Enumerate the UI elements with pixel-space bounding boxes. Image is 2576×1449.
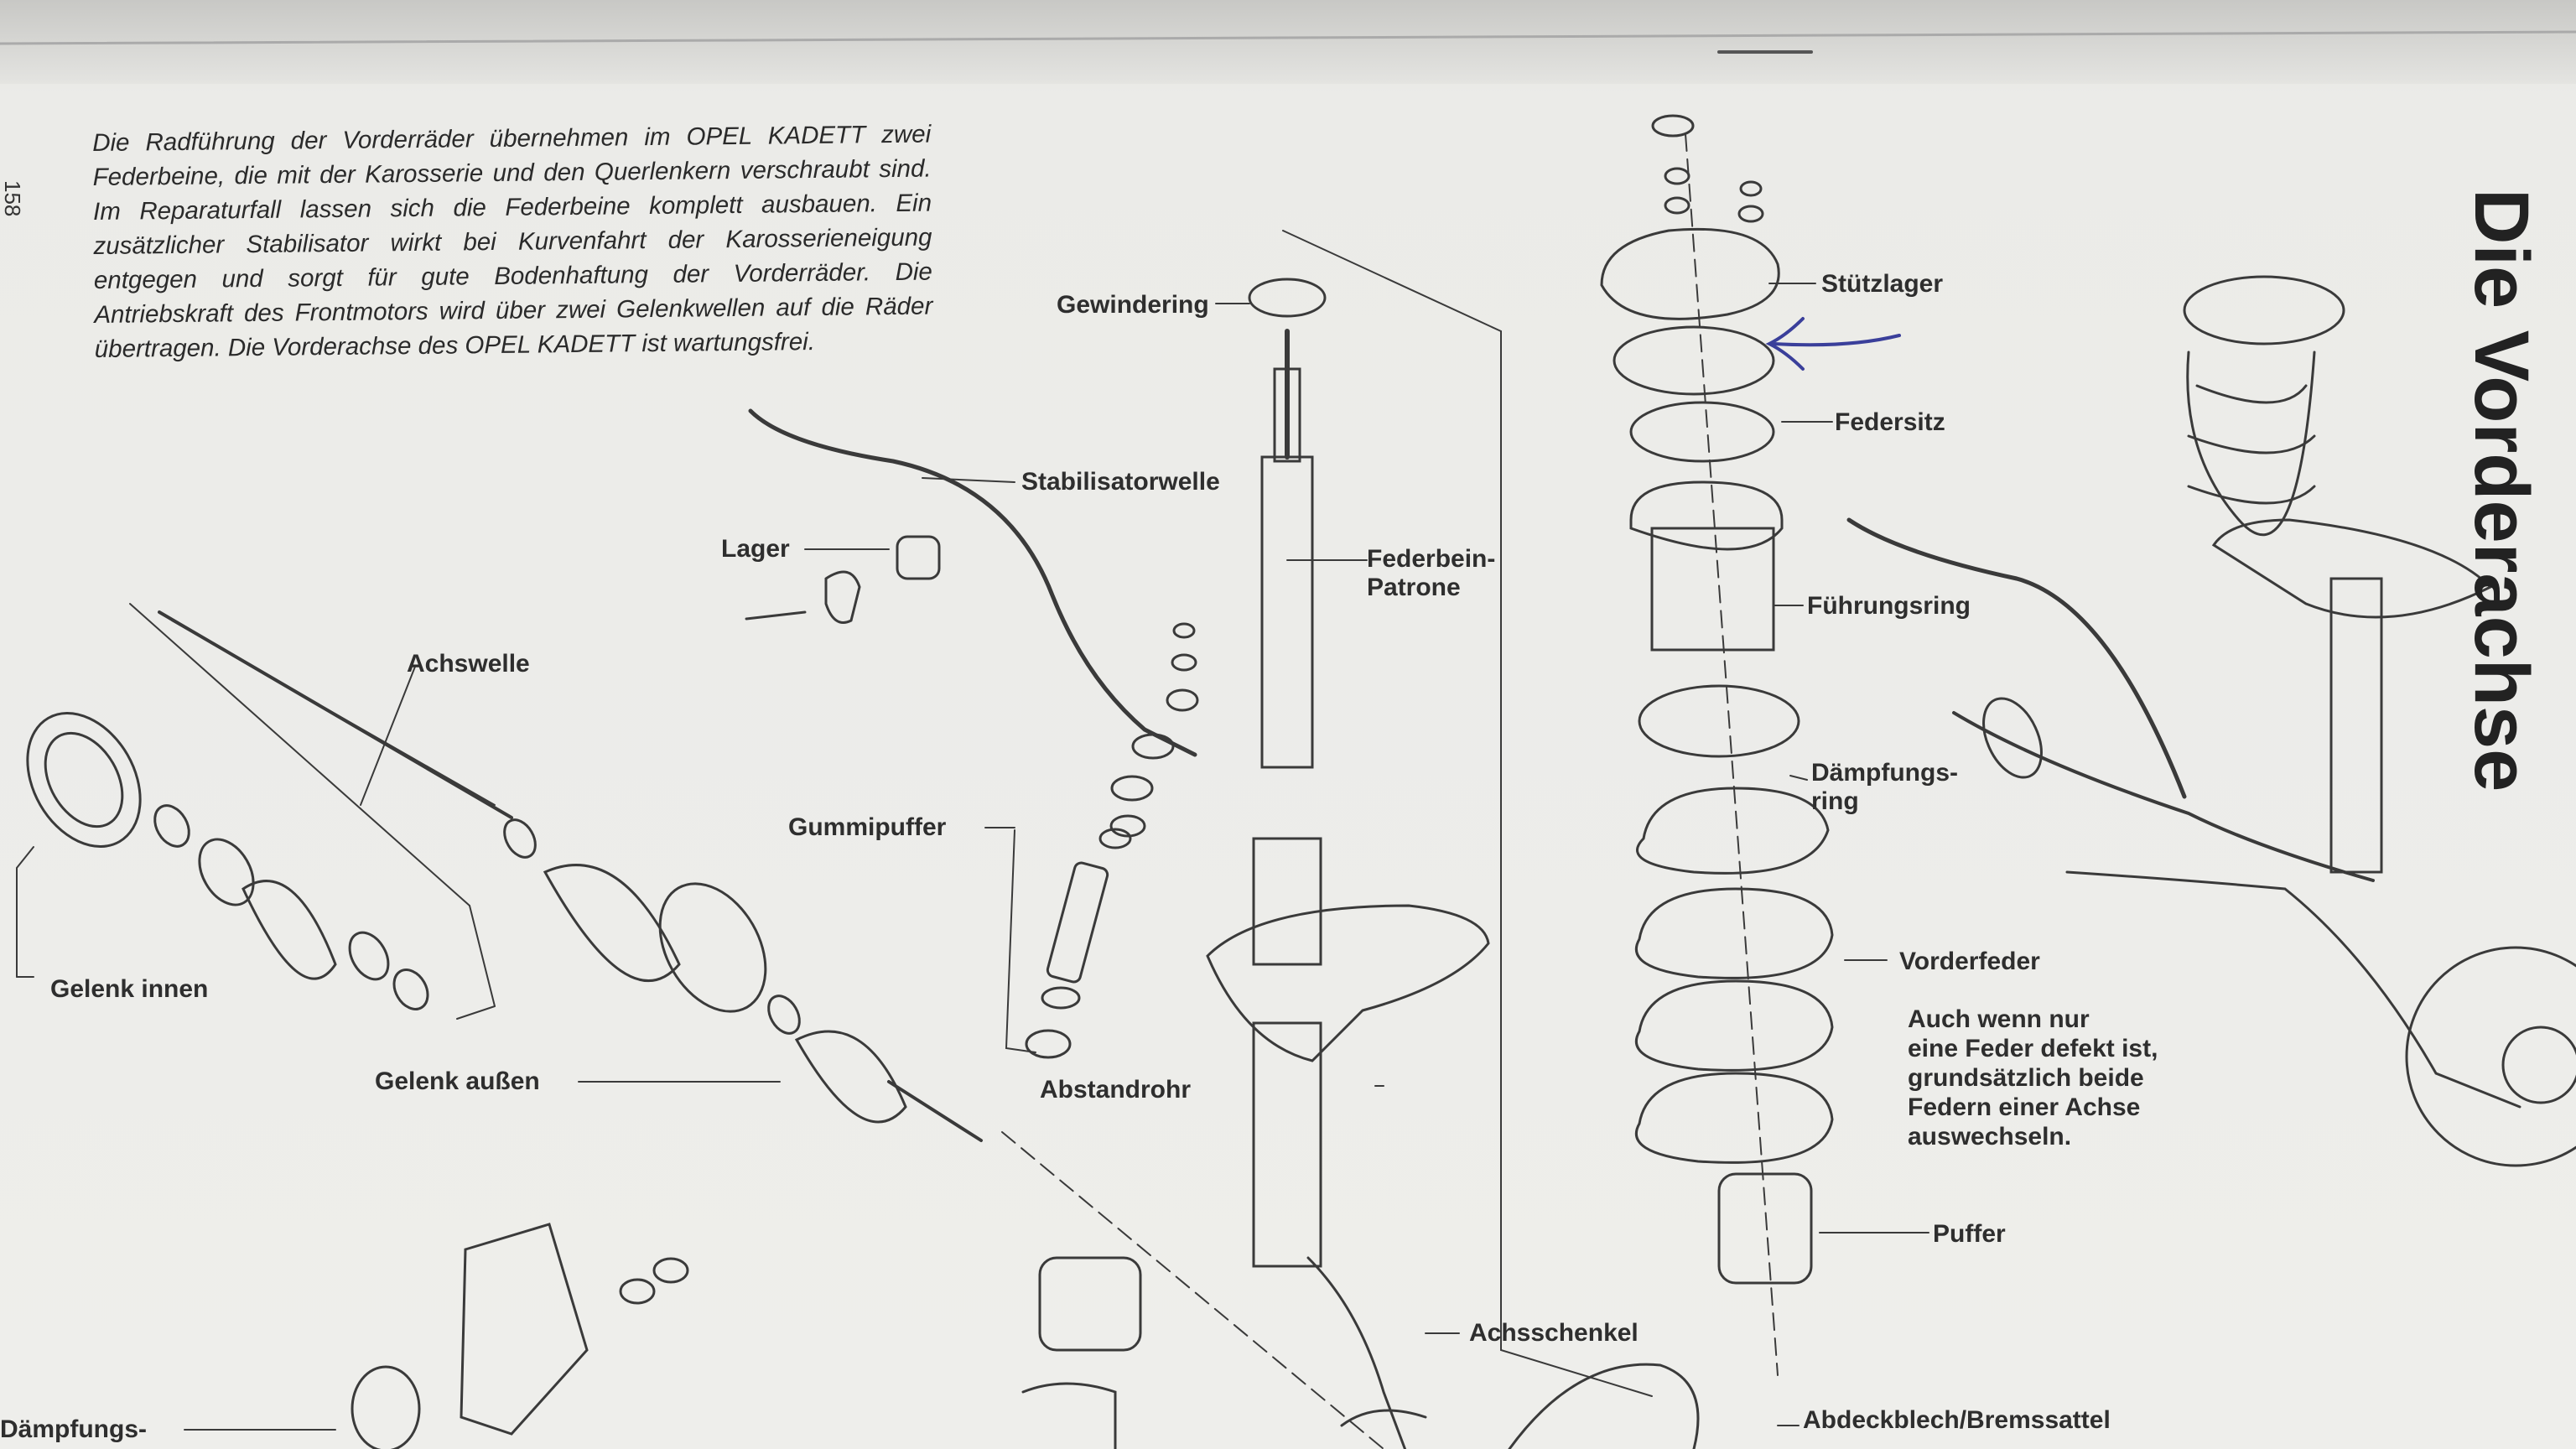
spring-replacement-note: Auch wenn nur eine Feder defekt ist, gru… xyxy=(1908,1005,2158,1150)
label-daempfungs-bottom: Dämpfungs- xyxy=(0,1415,147,1443)
label-stabilisatorwelle: Stabilisatorwelle xyxy=(1021,468,1220,496)
label-abstandrohr: Abstandrohr xyxy=(1040,1076,1191,1104)
assembled-axle-drawing xyxy=(1846,275,2576,1167)
label-lager: Lager xyxy=(721,535,790,563)
label-federbein-patrone: Federbein- Patrone xyxy=(1367,545,1496,601)
intro-paragraph: Die Radführung der Vorderräder übernehme… xyxy=(92,120,933,363)
section-title: Die Vorderachse xyxy=(2459,189,2544,792)
label-achswelle: Achswelle xyxy=(407,650,530,678)
label-achsschenkel: Achsschenkel xyxy=(1469,1319,1639,1347)
label-gewindering: Gewindering xyxy=(1057,291,1209,319)
handwritten-arrow-icon xyxy=(1765,317,1901,371)
stabilizer-drawing xyxy=(745,408,1199,1059)
drive-shaft-drawing xyxy=(26,603,983,1142)
label-gummipuffer: Gummipuffer xyxy=(788,813,947,841)
lower-parts-drawing xyxy=(351,1223,1700,1449)
label-fuehrungsring: Führungsring xyxy=(1807,592,1971,620)
label-stuetzlager: Stützlager xyxy=(1821,270,1944,298)
spring-stack-drawing xyxy=(1600,114,1834,1376)
label-federsitz: Federsitz xyxy=(1835,408,1945,436)
strut-drawing xyxy=(1001,230,1653,1449)
label-daempfungsring: Dämpfungs- ring xyxy=(1811,759,1958,815)
label-abdeckblech-bremssattel: Abdeckblech/Bremssattel xyxy=(1803,1406,2111,1434)
page-number: 158 xyxy=(0,180,25,217)
label-gelenk-aussen: Gelenk außen xyxy=(375,1067,540,1095)
label-gelenk-innen: Gelenk innen xyxy=(50,975,209,1003)
label-puffer: Puffer xyxy=(1933,1220,2006,1248)
label-vorderfeder: Vorderfeder xyxy=(1899,948,2040,975)
